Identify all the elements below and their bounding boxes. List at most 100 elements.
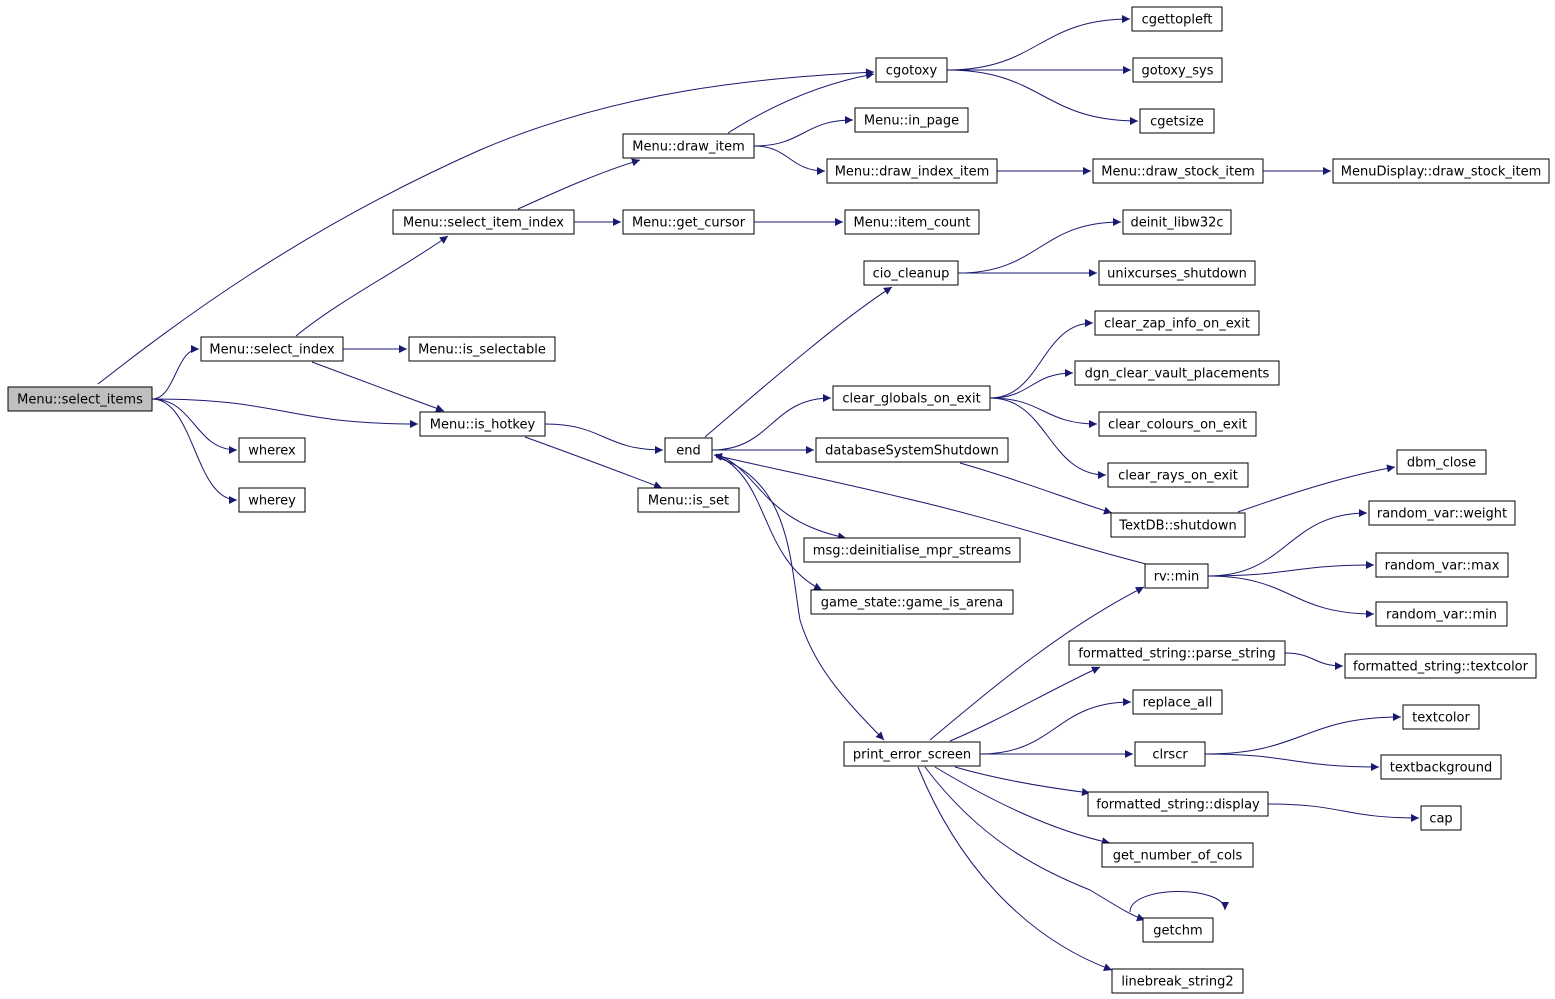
node-box[interactable] [1134,741,1206,767]
node-box[interactable] [1375,552,1509,578]
node-draw_item[interactable]: Menu::draw_item [622,133,755,159]
node-draw_index_item[interactable]: Menu::draw_index_item [826,158,998,184]
node-textcolor[interactable]: textcolor [1402,704,1480,730]
node-dgn_clear_vault_placements[interactable]: dgn_clear_vault_placements [1074,360,1280,386]
node-box[interactable] [1375,601,1508,627]
node-box[interactable] [1139,108,1215,134]
node-get_number_of_cols[interactable]: get_number_of_cols [1101,842,1254,868]
node-databaseSystemShutdown[interactable]: databaseSystemShutdown [815,437,1009,463]
node-select_item_index[interactable]: Menu::select_item_index [392,209,575,235]
node-box[interactable] [1131,6,1223,32]
node-item_count[interactable]: Menu::item_count [844,209,980,235]
node-box[interactable] [1132,689,1223,715]
node-box[interactable] [1107,462,1249,488]
node-box[interactable] [1144,563,1209,589]
node-deinitialise_mpr_streams[interactable]: msg::deinitialise_mpr_streams [803,537,1021,563]
node-box[interactable] [1396,449,1487,475]
node-is_set[interactable]: Menu::is_set [637,487,740,513]
node-getchm[interactable]: getchm [1142,917,1214,943]
node-clrscr[interactable]: clrscr [1134,741,1206,767]
node-clear_colours_on_exit[interactable]: clear_colours_on_exit [1098,411,1257,437]
node-box[interactable] [1110,512,1246,538]
node-label: cgettopleft [1142,13,1213,28]
node-box[interactable] [664,437,713,463]
node-deinit_libw32c[interactable]: deinit_libw32c [1122,209,1232,235]
node-box[interactable] [1074,360,1280,386]
node-linebreak_string2[interactable]: linebreak_string2 [1111,968,1244,994]
node-replace_all[interactable]: replace_all [1132,689,1223,715]
node-box[interactable] [1332,158,1550,184]
node-box[interactable] [810,589,1014,615]
node-in_page[interactable]: Menu::in_page [854,107,969,133]
node-rv_min[interactable]: rv::min [1144,563,1209,589]
node-box[interactable] [854,107,969,133]
node-cgotoxy[interactable]: cgotoxy [875,57,948,83]
node-is_selectable[interactable]: Menu::is_selectable [408,336,556,362]
node-get_cursor[interactable]: Menu::get_cursor [622,209,755,235]
node-box[interactable] [7,386,153,412]
node-select_index[interactable]: Menu::select_index [200,336,344,362]
node-box[interactable] [200,336,344,362]
node-clear_zap_info_on_exit[interactable]: clear_zap_info_on_exit [1094,310,1260,336]
node-box[interactable] [826,158,998,184]
node-box[interactable] [622,209,755,235]
node-fs_display[interactable]: formatted_string::display [1087,791,1269,817]
node-clear_globals_on_exit[interactable]: clear_globals_on_exit [832,385,991,411]
node-box[interactable] [622,133,755,159]
node-box[interactable] [637,487,740,513]
node-game_is_arena[interactable]: game_state::game_is_arena [810,589,1014,615]
node-box[interactable] [1111,968,1244,994]
node-box[interactable] [1101,842,1254,868]
node-box[interactable] [1142,917,1214,943]
node-wherey[interactable]: wherey [238,487,306,513]
node-box[interactable] [1132,57,1223,83]
node-box[interactable] [1380,754,1502,780]
node-end[interactable]: end [664,437,713,463]
node-box[interactable] [1122,209,1232,235]
node-print_error_screen[interactable]: print_error_screen [843,741,981,767]
node-box[interactable] [1402,704,1480,730]
node-box[interactable] [1087,791,1269,817]
node-is_hotkey[interactable]: Menu::is_hotkey [419,411,546,437]
node-select_items[interactable]: Menu::select_items [7,386,153,412]
node-box[interactable] [1368,500,1516,526]
node-box[interactable] [419,411,546,437]
node-fs_textcolor[interactable]: formatted_string::textcolor [1344,653,1537,679]
node-box[interactable] [238,437,306,463]
node-box[interactable] [1420,805,1462,831]
node-box[interactable] [1068,640,1286,666]
node-box[interactable] [1344,653,1537,679]
node-label: rv::min [1154,570,1200,585]
node-box[interactable] [863,260,959,286]
node-clear_rays_on_exit[interactable]: clear_rays_on_exit [1107,462,1249,488]
node-box[interactable] [408,336,556,362]
node-draw_stock_item[interactable]: Menu::draw_stock_item [1092,158,1264,184]
node-box[interactable] [843,741,981,767]
node-box[interactable] [815,437,1009,463]
node-box[interactable] [875,57,948,83]
node-rvar_max[interactable]: random_var::max [1375,552,1509,578]
node-box[interactable] [392,209,575,235]
node-box[interactable] [1098,260,1256,286]
node-box[interactable] [803,537,1021,563]
node-box[interactable] [1098,411,1257,437]
node-dbm_close[interactable]: dbm_close [1396,449,1487,475]
node-box[interactable] [1092,158,1264,184]
node-wherex[interactable]: wherex [238,437,306,463]
node-unixcurses_shutdown[interactable]: unixcurses_shutdown [1098,260,1256,286]
node-cgettopleft[interactable]: cgettopleft [1131,6,1223,32]
node-box[interactable] [238,487,306,513]
node-parse_string[interactable]: formatted_string::parse_string [1068,640,1286,666]
node-box[interactable] [1094,310,1260,336]
node-md_draw_stock_item[interactable]: MenuDisplay::draw_stock_item [1332,158,1550,184]
node-gotoxy_sys[interactable]: gotoxy_sys [1132,57,1223,83]
node-cio_cleanup[interactable]: cio_cleanup [863,260,959,286]
node-cap[interactable]: cap [1420,805,1462,831]
node-box[interactable] [844,209,980,235]
node-rvar_min[interactable]: random_var::min [1375,601,1508,627]
node-cgetsize[interactable]: cgetsize [1139,108,1215,134]
node-textbackground[interactable]: textbackground [1380,754,1502,780]
node-box[interactable] [832,385,991,411]
node-rvar_weight[interactable]: random_var::weight [1368,500,1516,526]
node-textdb_shutdown[interactable]: TextDB::shutdown [1110,512,1246,538]
